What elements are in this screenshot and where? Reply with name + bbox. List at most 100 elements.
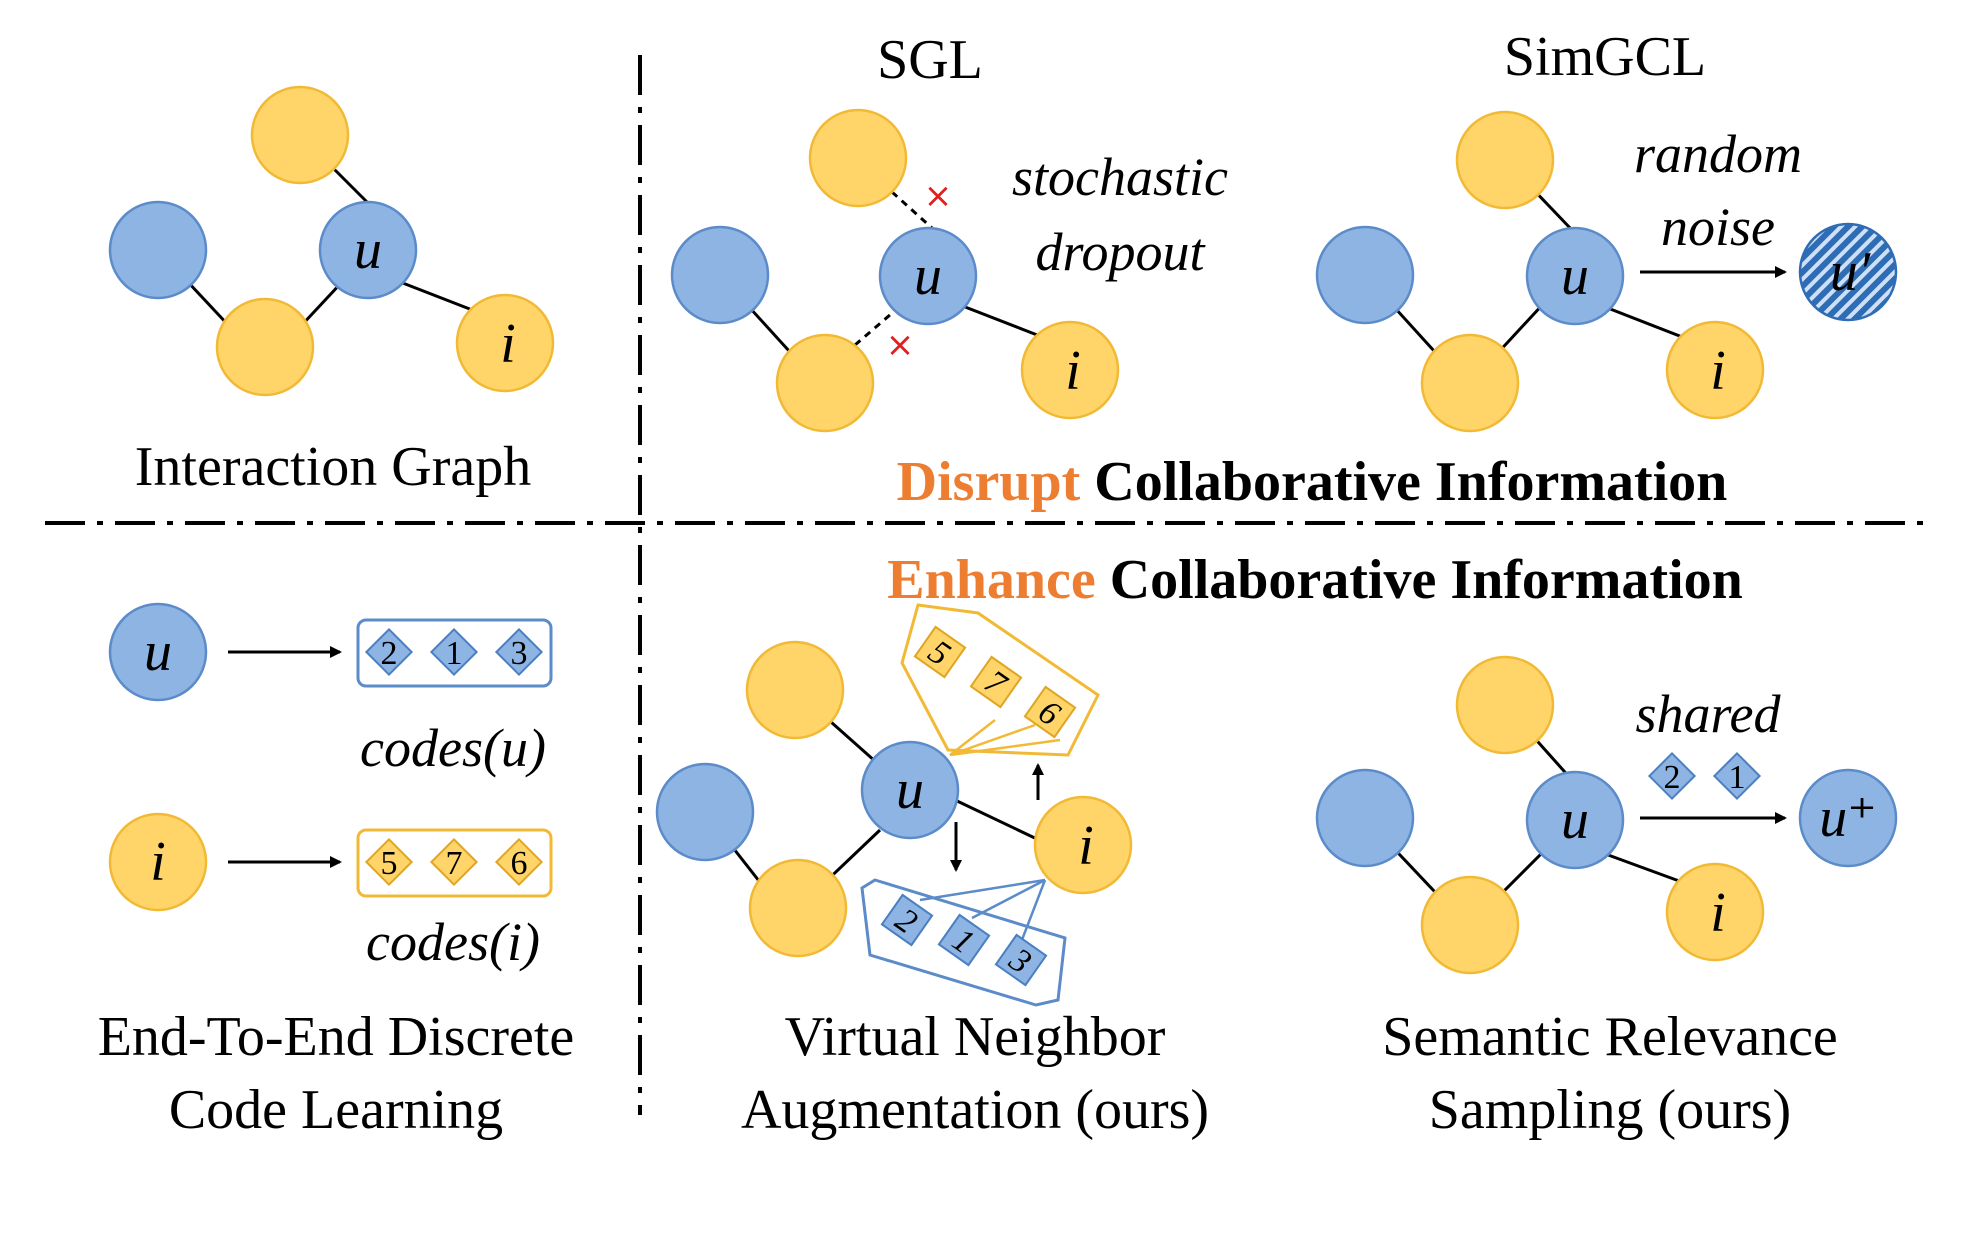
item-node	[215, 297, 315, 397]
virtual-item-codes: 5 7 6	[900, 603, 1100, 757]
simgcl-annotation-line2: noise	[1661, 197, 1775, 257]
item-node-i	[108, 812, 208, 912]
code-value: 1	[1729, 759, 1746, 796]
virtual-neighbor-panel: 5 7 6 2 1 3 u i Virtual Neighbor	[655, 603, 1209, 1141]
shared-codes: 2 1	[1647, 751, 1762, 801]
item-label: i	[1078, 815, 1094, 877]
disrupt-banner: Disrupt Collaborative Information	[897, 451, 1728, 513]
code-diamond	[1647, 751, 1697, 801]
item-codes-label: codes(i)	[366, 912, 540, 972]
edge	[919, 878, 1046, 902]
code-diamond	[1712, 751, 1762, 801]
user-node-u	[878, 226, 978, 326]
user-node-u	[1525, 770, 1625, 870]
item-label: i	[150, 831, 166, 893]
user-codes-label: codes(u)	[360, 718, 546, 778]
semantic-relevance-caption-line2: Sampling (ours)	[1429, 1079, 1791, 1141]
user-label: u	[354, 219, 382, 281]
user-node	[108, 200, 208, 300]
code-diamond	[994, 933, 1048, 987]
user-label: u	[914, 245, 942, 307]
code-diamond	[364, 627, 414, 677]
item-node-i	[1665, 320, 1765, 420]
item-node	[808, 108, 908, 208]
positive-user-label: u⁺	[1819, 787, 1877, 849]
sgl-panel: SGL u i × × stochastic dropout	[670, 29, 1228, 433]
shared-label: shared	[1636, 684, 1782, 744]
user-node	[1315, 225, 1415, 325]
item-label: i	[1710, 340, 1726, 402]
edge	[1599, 303, 1691, 342]
item-node-i	[1665, 862, 1765, 962]
disrupt-rest: Collaborative Information	[1080, 451, 1727, 513]
code-diamond	[937, 913, 991, 967]
user-node	[655, 762, 755, 862]
code-value: 2	[1664, 759, 1681, 796]
user-code-box	[860, 878, 1067, 1007]
dropped-edge	[854, 306, 899, 347]
user-node-u	[318, 200, 418, 300]
perturbed-user-node	[1798, 222, 1898, 322]
item-code-box	[900, 603, 1100, 757]
simgcl-title: SimGCL	[1504, 26, 1706, 88]
item-node	[775, 333, 875, 433]
user-node-u	[1525, 226, 1625, 326]
drop-cross-icon: ×	[886, 325, 915, 365]
item-label: i	[500, 313, 516, 375]
edge	[959, 303, 1051, 342]
user-label: u	[1561, 245, 1589, 307]
item-code-box	[356, 828, 553, 898]
sgl-annotation-line1: stochastic	[1012, 147, 1228, 207]
perturbed-user-label: u′	[1830, 241, 1871, 303]
interaction-graph-caption: Interaction Graph	[135, 436, 531, 498]
code-value: 2	[381, 635, 398, 672]
user-label: u	[896, 759, 924, 821]
code-diamond	[364, 837, 414, 887]
drop-cross-icon: ×	[924, 176, 953, 216]
code-diamond	[429, 627, 479, 677]
simgcl-annotation-line1: random	[1634, 124, 1802, 184]
edge	[971, 878, 1046, 920]
edge	[949, 723, 1036, 757]
enhance-highlight: Enhance	[887, 549, 1096, 611]
panel-dividers	[45, 55, 1930, 1115]
item-label: i	[1065, 340, 1081, 402]
code-diamond	[969, 655, 1023, 709]
code-diamond	[494, 837, 544, 887]
item-codes: 5 7 6	[364, 837, 544, 887]
code-learning-caption-line1: End-To-End Discrete	[98, 1006, 575, 1068]
code-value: 1	[446, 635, 463, 672]
user-node-u	[860, 740, 960, 840]
code-value: 3	[511, 635, 528, 672]
interaction-graph-panel: u i Interaction Graph	[108, 85, 555, 498]
edge	[394, 278, 481, 315]
edge	[1018, 879, 1047, 946]
item-node-i	[455, 293, 555, 393]
positive-user-node	[1798, 768, 1898, 868]
code-diamond	[429, 837, 479, 887]
code-diamond	[880, 893, 934, 947]
virtual-neighbor-caption-line1: Virtual Neighbor	[785, 1006, 1166, 1068]
code-value: 6	[511, 845, 528, 882]
disrupt-highlight: Disrupt	[897, 451, 1081, 513]
item-node-i	[1020, 320, 1120, 420]
edge	[949, 719, 996, 756]
simgcl-panel: SimGCL u i random noise u′	[1315, 26, 1898, 433]
user-codes: 2 1 3	[364, 627, 544, 677]
item-node	[1455, 110, 1555, 210]
sgl-title: SGL	[877, 29, 983, 91]
item-node	[250, 85, 350, 185]
virtual-neighbor-caption-line2: Augmentation (ours)	[741, 1079, 1209, 1141]
code-learning-caption-line2: Code Learning	[169, 1079, 503, 1141]
edge	[1599, 850, 1691, 887]
item-node	[1420, 333, 1520, 433]
item-node	[748, 858, 848, 958]
code-value: 7	[446, 845, 463, 882]
semantic-relevance-caption-line1: Semantic Relevance	[1382, 1006, 1838, 1068]
sgl-annotation-line2: dropout	[1035, 222, 1206, 282]
user-node	[1315, 768, 1415, 868]
code-diamond	[494, 627, 544, 677]
user-label: u	[1561, 789, 1589, 851]
dropped-edge	[890, 190, 934, 230]
